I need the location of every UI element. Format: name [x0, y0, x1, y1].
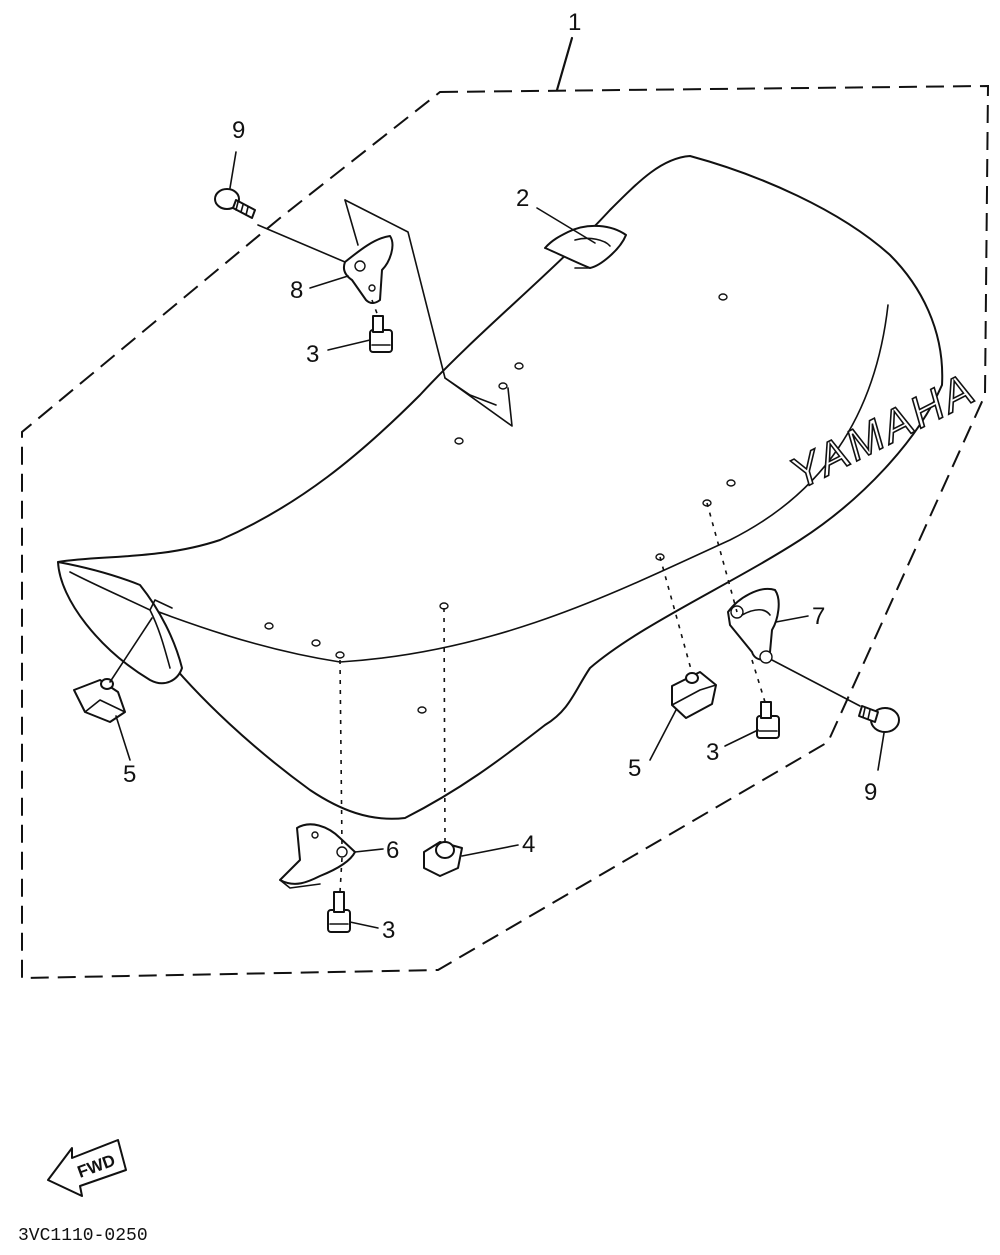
callout-3-right: 3	[706, 739, 719, 766]
rear-bracket-7	[727, 587, 780, 664]
callout-6: 6	[386, 837, 399, 864]
leader-lines	[115, 151, 885, 929]
bracket-6-axis	[339, 659, 343, 849]
callout-4: 4	[522, 831, 535, 858]
nut-3-top	[369, 315, 393, 353]
callout-3-bottom: 3	[382, 917, 395, 944]
callout-1-leader	[555, 36, 574, 92]
callout-8: 8	[290, 277, 303, 304]
bolt-9-top	[214, 188, 256, 219]
damper-5-left	[73, 678, 126, 723]
front-bracket-6	[279, 823, 356, 889]
assembly-boundary	[21, 84, 990, 980]
bolt-9-right-axis	[771, 659, 861, 707]
rear-bracket-8	[342, 235, 394, 304]
callout-5-right: 5	[628, 755, 641, 782]
diagram-part-code: 3VC1110-0250	[18, 1226, 148, 1246]
damper-5-right-axis	[659, 556, 693, 674]
fwd-direction-arrow: FWD	[47, 1139, 127, 1197]
callout-7: 7	[812, 603, 825, 630]
callout-9-top: 9	[232, 117, 245, 144]
damper-5-right	[671, 671, 717, 719]
clip-4	[423, 841, 463, 877]
callout-2: 2	[516, 185, 529, 212]
nut-3-right-axis	[751, 659, 766, 703]
bolt-9-right	[858, 705, 900, 733]
nut-3-bottom	[327, 891, 351, 933]
callout-3-top: 3	[306, 341, 319, 368]
callout-5-left: 5	[123, 761, 136, 788]
bolt-9-top-axis	[257, 224, 346, 263]
callout-1: 1	[568, 9, 581, 36]
damper-5-left-axis	[109, 617, 153, 683]
nut-3-right	[756, 701, 780, 739]
callout-9-right: 9	[864, 779, 877, 806]
nut-3-top-axis	[371, 299, 379, 317]
seat-strap-hook	[544, 224, 627, 269]
seat-body	[57, 155, 944, 820]
